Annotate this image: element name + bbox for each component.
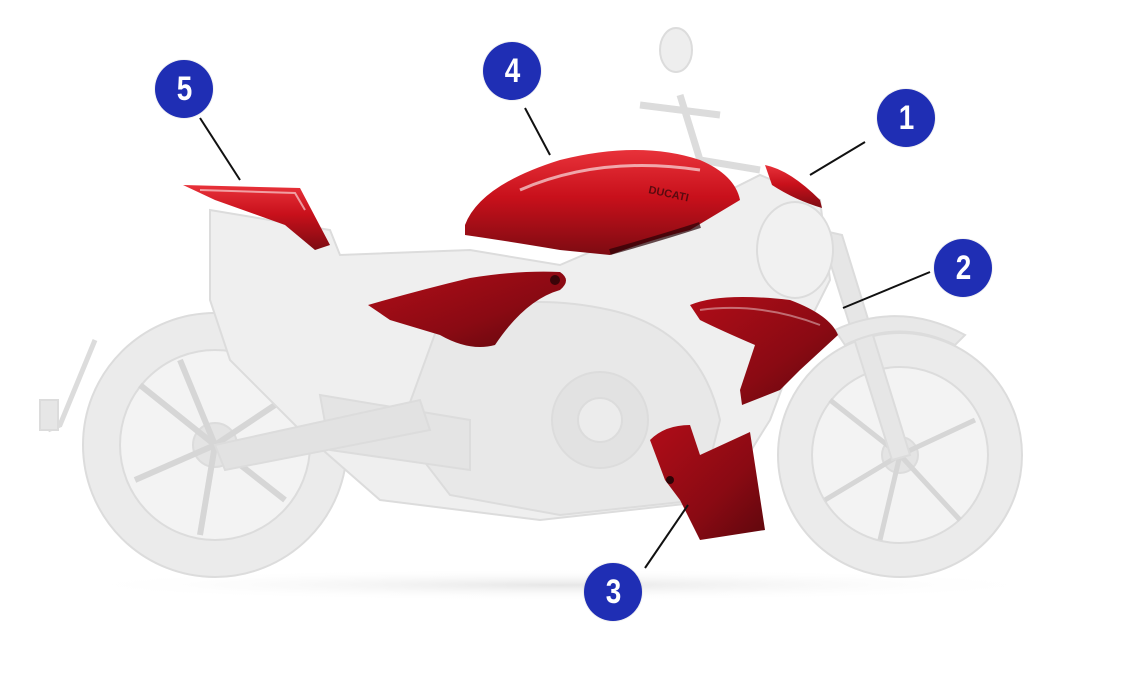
leader-lines (199, 107, 931, 569)
part-fuel-tank (465, 150, 740, 255)
callout-marker-1: 1 (877, 89, 935, 147)
leader-line-3 (644, 504, 689, 569)
callout-marker-2: 2 (934, 239, 992, 297)
part-side-panel (368, 271, 566, 348)
part-tail-section (183, 185, 330, 250)
leader-line-5 (199, 117, 241, 181)
part-belly-pan (650, 425, 765, 540)
part-headlight-fairing (765, 165, 822, 208)
callout-marker-5: 5 (155, 60, 213, 118)
part-radiator-panel (690, 296, 838, 405)
ground-shadow (60, 569, 1060, 601)
leader-line-2 (842, 271, 931, 309)
front-fork (818, 228, 912, 462)
headlight (756, 201, 834, 299)
red-parts: DUCATI (183, 150, 838, 540)
leader-line-1 (809, 141, 866, 176)
callout-marker-3: 3 (584, 563, 642, 621)
leader-line-4 (524, 107, 551, 156)
callout-marker-4: 4 (483, 42, 541, 100)
